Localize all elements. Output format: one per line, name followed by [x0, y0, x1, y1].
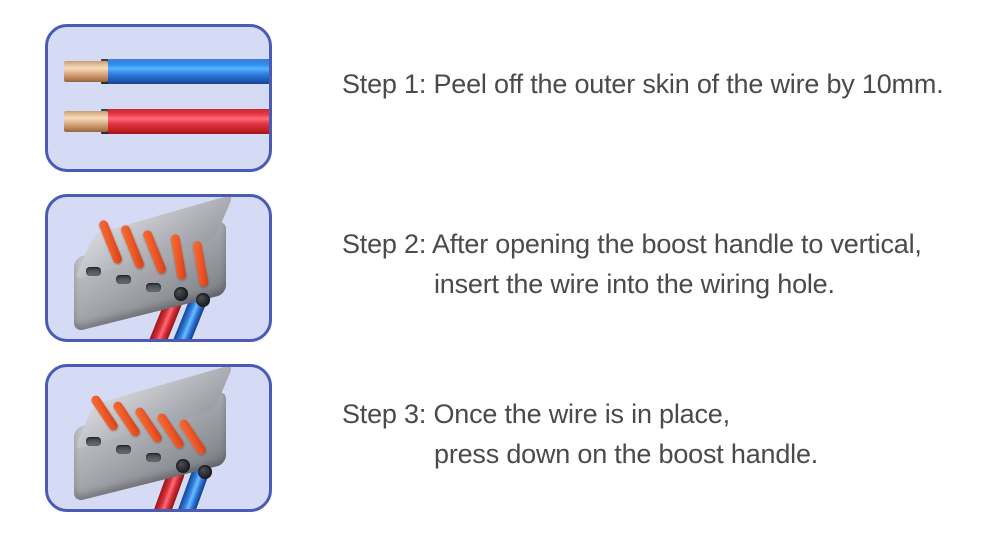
blue-wire-copper-end-icon: [64, 61, 108, 82]
step-1-line-1: Step 1: Peel off the outer skin of the w…: [342, 69, 944, 99]
step-1-text: Step 1: Peel off the outer skin of the w…: [342, 64, 972, 104]
step-2-line-1: Step 2: After opening the boost handle t…: [342, 229, 922, 259]
step-3-illustration-card: [45, 364, 272, 512]
step-row-3: Step 3: Once the wire is in place, press…: [0, 356, 996, 526]
step-2-illustration-card: [45, 194, 272, 342]
wiring-hole-1-icon: [174, 287, 188, 301]
step-row-2: Step 2: After opening the boost handle t…: [0, 186, 996, 356]
lever-connector-open-icon: [70, 197, 260, 339]
step-1-illustration-card: [45, 24, 272, 172]
connector-slot-1-icon: [86, 267, 101, 276]
step-row-1: Step 1: Peel off the outer skin of the w…: [0, 16, 996, 186]
wiring-hole-1-icon: [176, 459, 190, 473]
step-3-line-2: press down on the boost handle.: [434, 439, 819, 469]
step-3-text: Step 3: Once the wire is in place, press…: [342, 394, 972, 474]
connector-slot-3-icon: [146, 453, 161, 462]
red-wire-copper-end-icon: [64, 111, 108, 132]
wiring-hole-2-icon: [198, 465, 212, 479]
connector-slot-3-icon: [146, 283, 161, 292]
wiring-hole-2-icon: [196, 293, 210, 307]
lever-connector-closed-icon: [70, 367, 260, 509]
red-wire-icon: [104, 109, 269, 134]
step-2-line-2: insert the wire into the wiring hole.: [434, 269, 835, 299]
connector-slot-2-icon: [116, 445, 131, 454]
step-2-text: Step 2: After opening the boost handle t…: [342, 224, 972, 304]
connector-slot-1-icon: [86, 437, 101, 446]
connector-slot-2-icon: [116, 275, 131, 284]
step-3-line-1: Step 3: Once the wire is in place,: [342, 399, 730, 429]
blue-wire-icon: [104, 59, 269, 84]
